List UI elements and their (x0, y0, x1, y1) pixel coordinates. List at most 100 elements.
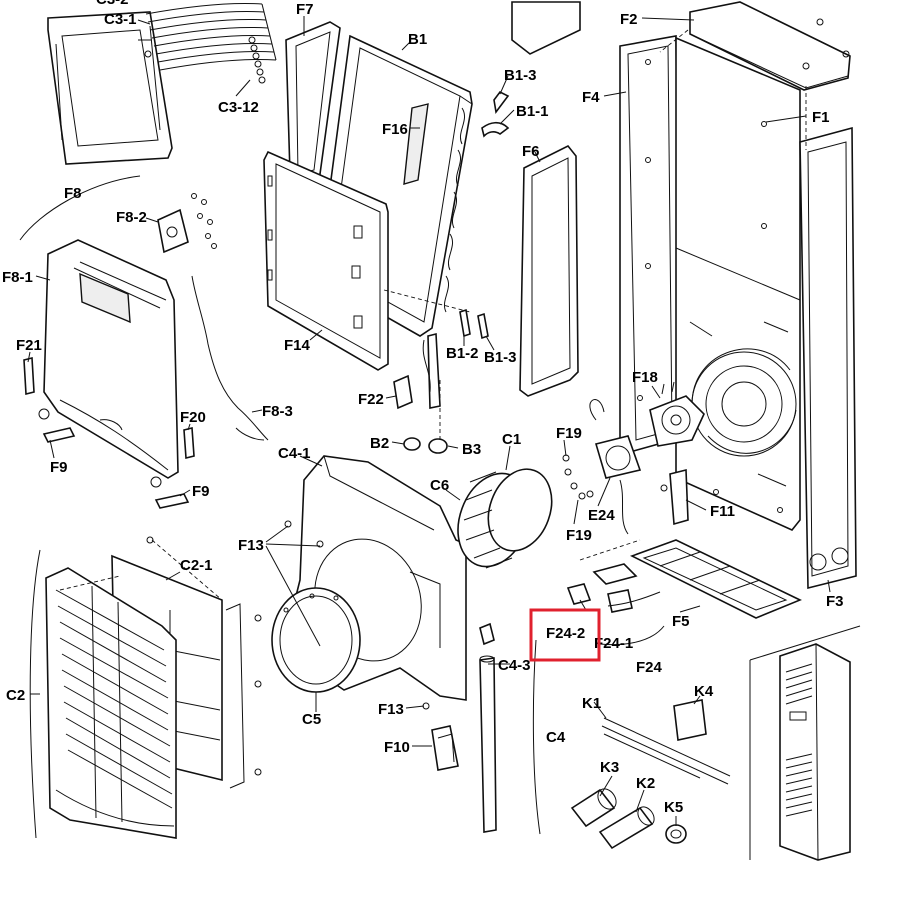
label-f6: F6 (522, 143, 540, 160)
label-f13-top: F13 (238, 537, 264, 554)
label-k2: K2 (636, 775, 655, 792)
label-c1: C1 (502, 431, 521, 448)
label-f1: F1 (812, 109, 830, 126)
part-f8-2-control-board (157, 193, 217, 254)
part-b2-cap (403, 437, 421, 451)
part-b1-1-clip (481, 121, 510, 138)
part-k5-ring (665, 824, 687, 844)
label-f11: F11 (710, 503, 735, 520)
label-e24: E24 (588, 507, 615, 524)
part-f18-motor-mount (649, 381, 705, 447)
part-f4-side-panel (619, 35, 681, 453)
label-f22: F22 (358, 391, 384, 408)
part-f7-panel (285, 21, 341, 181)
label-f14: F14 (284, 337, 311, 354)
label-f2: F2 (620, 11, 638, 28)
label-c2-1: C2-1 (180, 557, 213, 574)
label-c5: C5 (302, 711, 321, 728)
part-b1-3-clip-top (493, 90, 510, 114)
assembled-unit-thumbnail (749, 625, 861, 861)
label-c4-3: C4-3 (498, 657, 531, 674)
group-brackets (19, 175, 665, 839)
part-e24-motor (589, 399, 642, 535)
label-f4: F4 (582, 89, 600, 106)
label-k1: K1 (582, 695, 601, 712)
part-k2-pipe (598, 806, 655, 850)
label-f21: F21 (16, 337, 42, 354)
label-f9-left: F9 (50, 459, 68, 476)
part-top-bracket (511, 1, 581, 55)
label-f24-1: F24-1 (594, 635, 633, 652)
part-c6-blower-wheel (457, 468, 553, 569)
label-k5: K5 (664, 799, 683, 816)
part-f14-panel (263, 150, 389, 371)
label-f8-3: F8-3 (262, 403, 293, 420)
part-f24-float-switch (566, 563, 638, 613)
label-b3: B3 (462, 441, 481, 458)
part-c2-front-grille (45, 567, 177, 839)
highlight-box-f24-2 (529, 608, 601, 662)
part-k1-strip (601, 717, 731, 785)
label-f5: F5 (672, 613, 690, 630)
label-f19-top: F19 (556, 425, 582, 442)
part-c3-12-clips (248, 36, 266, 84)
label-k4: K4 (694, 683, 714, 700)
part-f22-bracket (393, 374, 413, 410)
part-f6-panel (519, 144, 579, 397)
part-f9-latch-left (38, 408, 76, 443)
part-c5-fan-ring (271, 587, 361, 693)
label-b1-3-top: B1-3 (504, 67, 537, 84)
label-f19-bottom: F19 (566, 527, 592, 544)
part-labels: C3-2 C3-1 C3-12 F7 B1 F2 F4 F1 B1-3 B1-1… (2, 0, 844, 816)
part-c3-louvers (145, 2, 277, 71)
part-f5-drain-pan (629, 539, 802, 619)
label-b1-3-bottom: B1-3 (484, 349, 517, 366)
part-f9-latch-right (150, 476, 190, 509)
label-f24-2: F24-2 (546, 625, 585, 642)
part-f8-3-wire (191, 275, 269, 441)
label-c4-1: C4-1 (278, 445, 311, 462)
part-k4-plate (673, 699, 707, 741)
part-f19-screws (562, 454, 668, 500)
part-back-panel (675, 36, 801, 531)
part-f11-bracket (669, 468, 689, 526)
label-f20: F20 (180, 409, 206, 426)
label-k3: K3 (600, 759, 619, 776)
label-f8: F8 (64, 185, 82, 202)
part-grille-screws (146, 536, 262, 776)
label-f8-1: F8-1 (2, 269, 33, 286)
label-f10: F10 (384, 739, 410, 756)
part-k3-pipe (570, 788, 617, 828)
part-c4-3-drain-hose (479, 622, 497, 833)
label-f7: F7 (296, 1, 314, 18)
alignment-lines (59, 29, 807, 601)
label-f24: F24 (636, 659, 663, 676)
label-b1-2: B1-2 (446, 345, 479, 362)
label-c4: C4 (546, 729, 566, 746)
label-f3: F3 (826, 593, 844, 610)
label-f18: F18 (632, 369, 658, 386)
label-c6: C6 (430, 477, 449, 494)
label-c3-12: C3-12 (218, 99, 259, 116)
part-c3-frame (47, 2, 277, 165)
part-f10-bracket (431, 725, 459, 771)
part-f20-bracket (183, 426, 195, 460)
part-f1-side-panel (799, 126, 857, 590)
label-c3-2: C3-2 (96, 0, 129, 8)
label-f16: F16 (382, 121, 408, 138)
label-b1: B1 (408, 31, 427, 48)
part-f13-screws (284, 520, 430, 710)
part-b1-2-clip (459, 308, 471, 338)
part-f8-front-panel (43, 239, 179, 479)
label-f13-bottom: F13 (378, 701, 404, 718)
part-f21-bracket (23, 356, 35, 396)
part-b3-cap (428, 438, 448, 454)
label-c3-1: C3-1 (104, 11, 137, 28)
label-c2: C2 (6, 687, 25, 704)
leader-lines (27, 16, 831, 826)
label-b1-1: B1-1 (516, 103, 549, 120)
label-f8-2: F8-2 (116, 209, 147, 226)
part-b1-3-clip-bottom (477, 312, 489, 340)
